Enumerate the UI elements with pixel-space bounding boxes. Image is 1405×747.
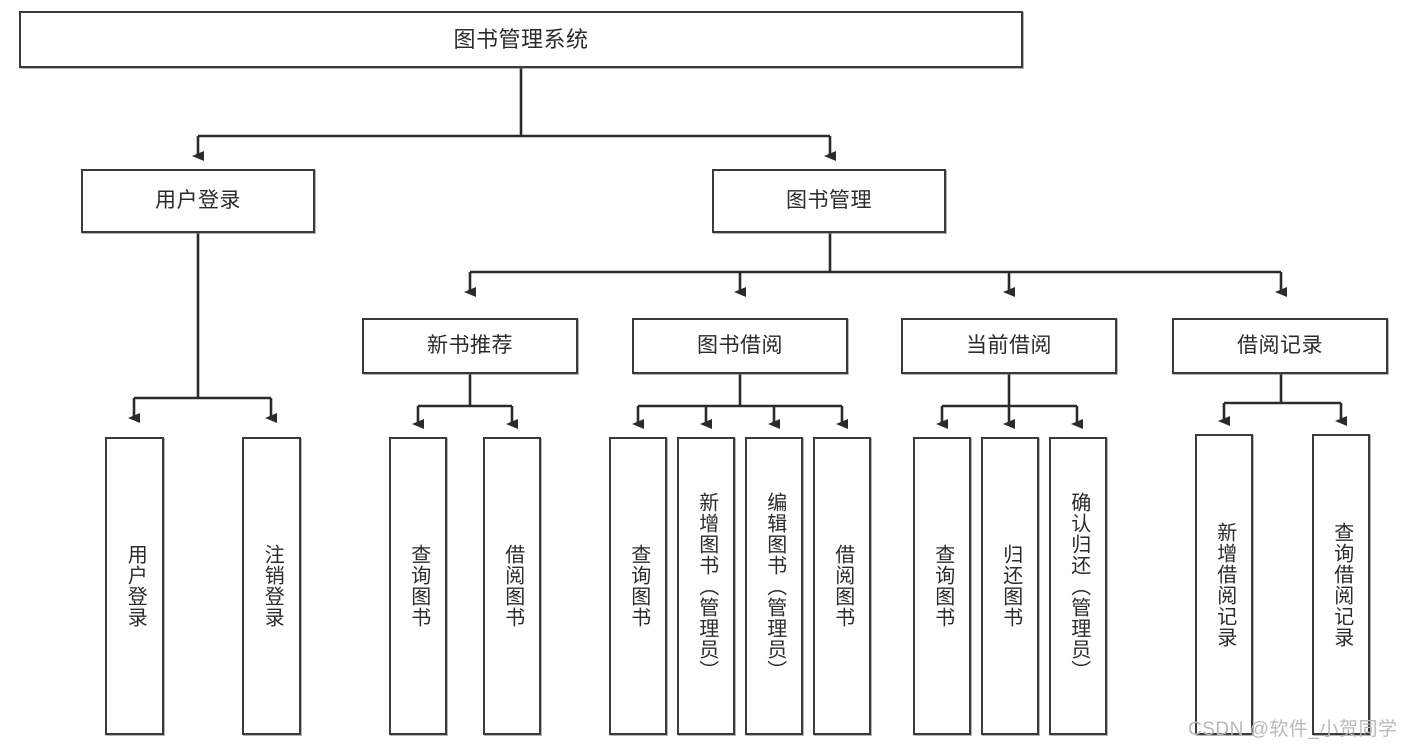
node-label: 注销登录: [261, 544, 284, 628]
node-label: 查询图书: [627, 544, 650, 628]
node-label: 新书推荐: [427, 333, 513, 357]
node-book-management[interactable]: 图书管理: [712, 169, 946, 233]
node-label: 图书管理: [786, 188, 872, 212]
node-label: 借阅图书: [501, 544, 524, 628]
node-label: 归还图书: [999, 544, 1022, 628]
node-label: 当前借阅: [966, 333, 1052, 357]
leaf-book-borrow-add[interactable]: 新增图书（管理员）: [677, 437, 735, 735]
leaf-borrow-record-query[interactable]: 查询借阅记录: [1312, 434, 1370, 735]
leaf-borrow-record-add[interactable]: 新增借阅记录: [1195, 434, 1253, 735]
node-label: 图书借阅: [697, 333, 783, 357]
node-label: 借阅记录: [1237, 333, 1323, 357]
node-label: 图书管理系统: [453, 26, 589, 52]
leaf-book-borrow-borrow[interactable]: 借阅图书: [813, 437, 871, 735]
leaf-user-login-signout[interactable]: 注销登录: [242, 437, 301, 735]
node-book-borrow[interactable]: 图书借阅: [632, 318, 848, 374]
node-label: 查询图书: [407, 544, 430, 628]
node-label: 新增借阅记录: [1213, 521, 1236, 648]
node-label: 新增图书（管理员）: [695, 491, 718, 681]
leaf-new-books-query[interactable]: 查询图书: [389, 437, 447, 735]
node-borrow-record[interactable]: 借阅记录: [1172, 318, 1388, 374]
node-label: 查询借阅记录: [1330, 521, 1353, 648]
node-new-book-recommend[interactable]: 新书推荐: [362, 318, 578, 374]
node-label: 用户登录: [124, 544, 147, 628]
leaf-book-borrow-edit[interactable]: 编辑图书（管理员）: [745, 437, 803, 735]
leaf-current-borrow-confirm[interactable]: 确认归还（管理员）: [1049, 437, 1107, 735]
node-current-borrow[interactable]: 当前借阅: [901, 318, 1117, 374]
node-label: 编辑图书（管理员）: [763, 491, 786, 681]
node-label: 用户登录: [155, 188, 241, 212]
leaf-user-login-signin[interactable]: 用户登录: [105, 437, 164, 735]
node-label: 借阅图书: [831, 544, 854, 628]
node-label: 查询图书: [931, 544, 954, 628]
leaf-current-borrow-query[interactable]: 查询图书: [913, 437, 971, 735]
node-user-login[interactable]: 用户登录: [81, 169, 315, 233]
node-root[interactable]: 图书管理系统: [19, 11, 1023, 68]
leaf-current-borrow-return[interactable]: 归还图书: [981, 437, 1039, 735]
node-label: 确认归还（管理员）: [1067, 491, 1090, 681]
leaf-book-borrow-query[interactable]: 查询图书: [609, 437, 667, 735]
leaf-new-books-borrow[interactable]: 借阅图书: [483, 437, 541, 735]
